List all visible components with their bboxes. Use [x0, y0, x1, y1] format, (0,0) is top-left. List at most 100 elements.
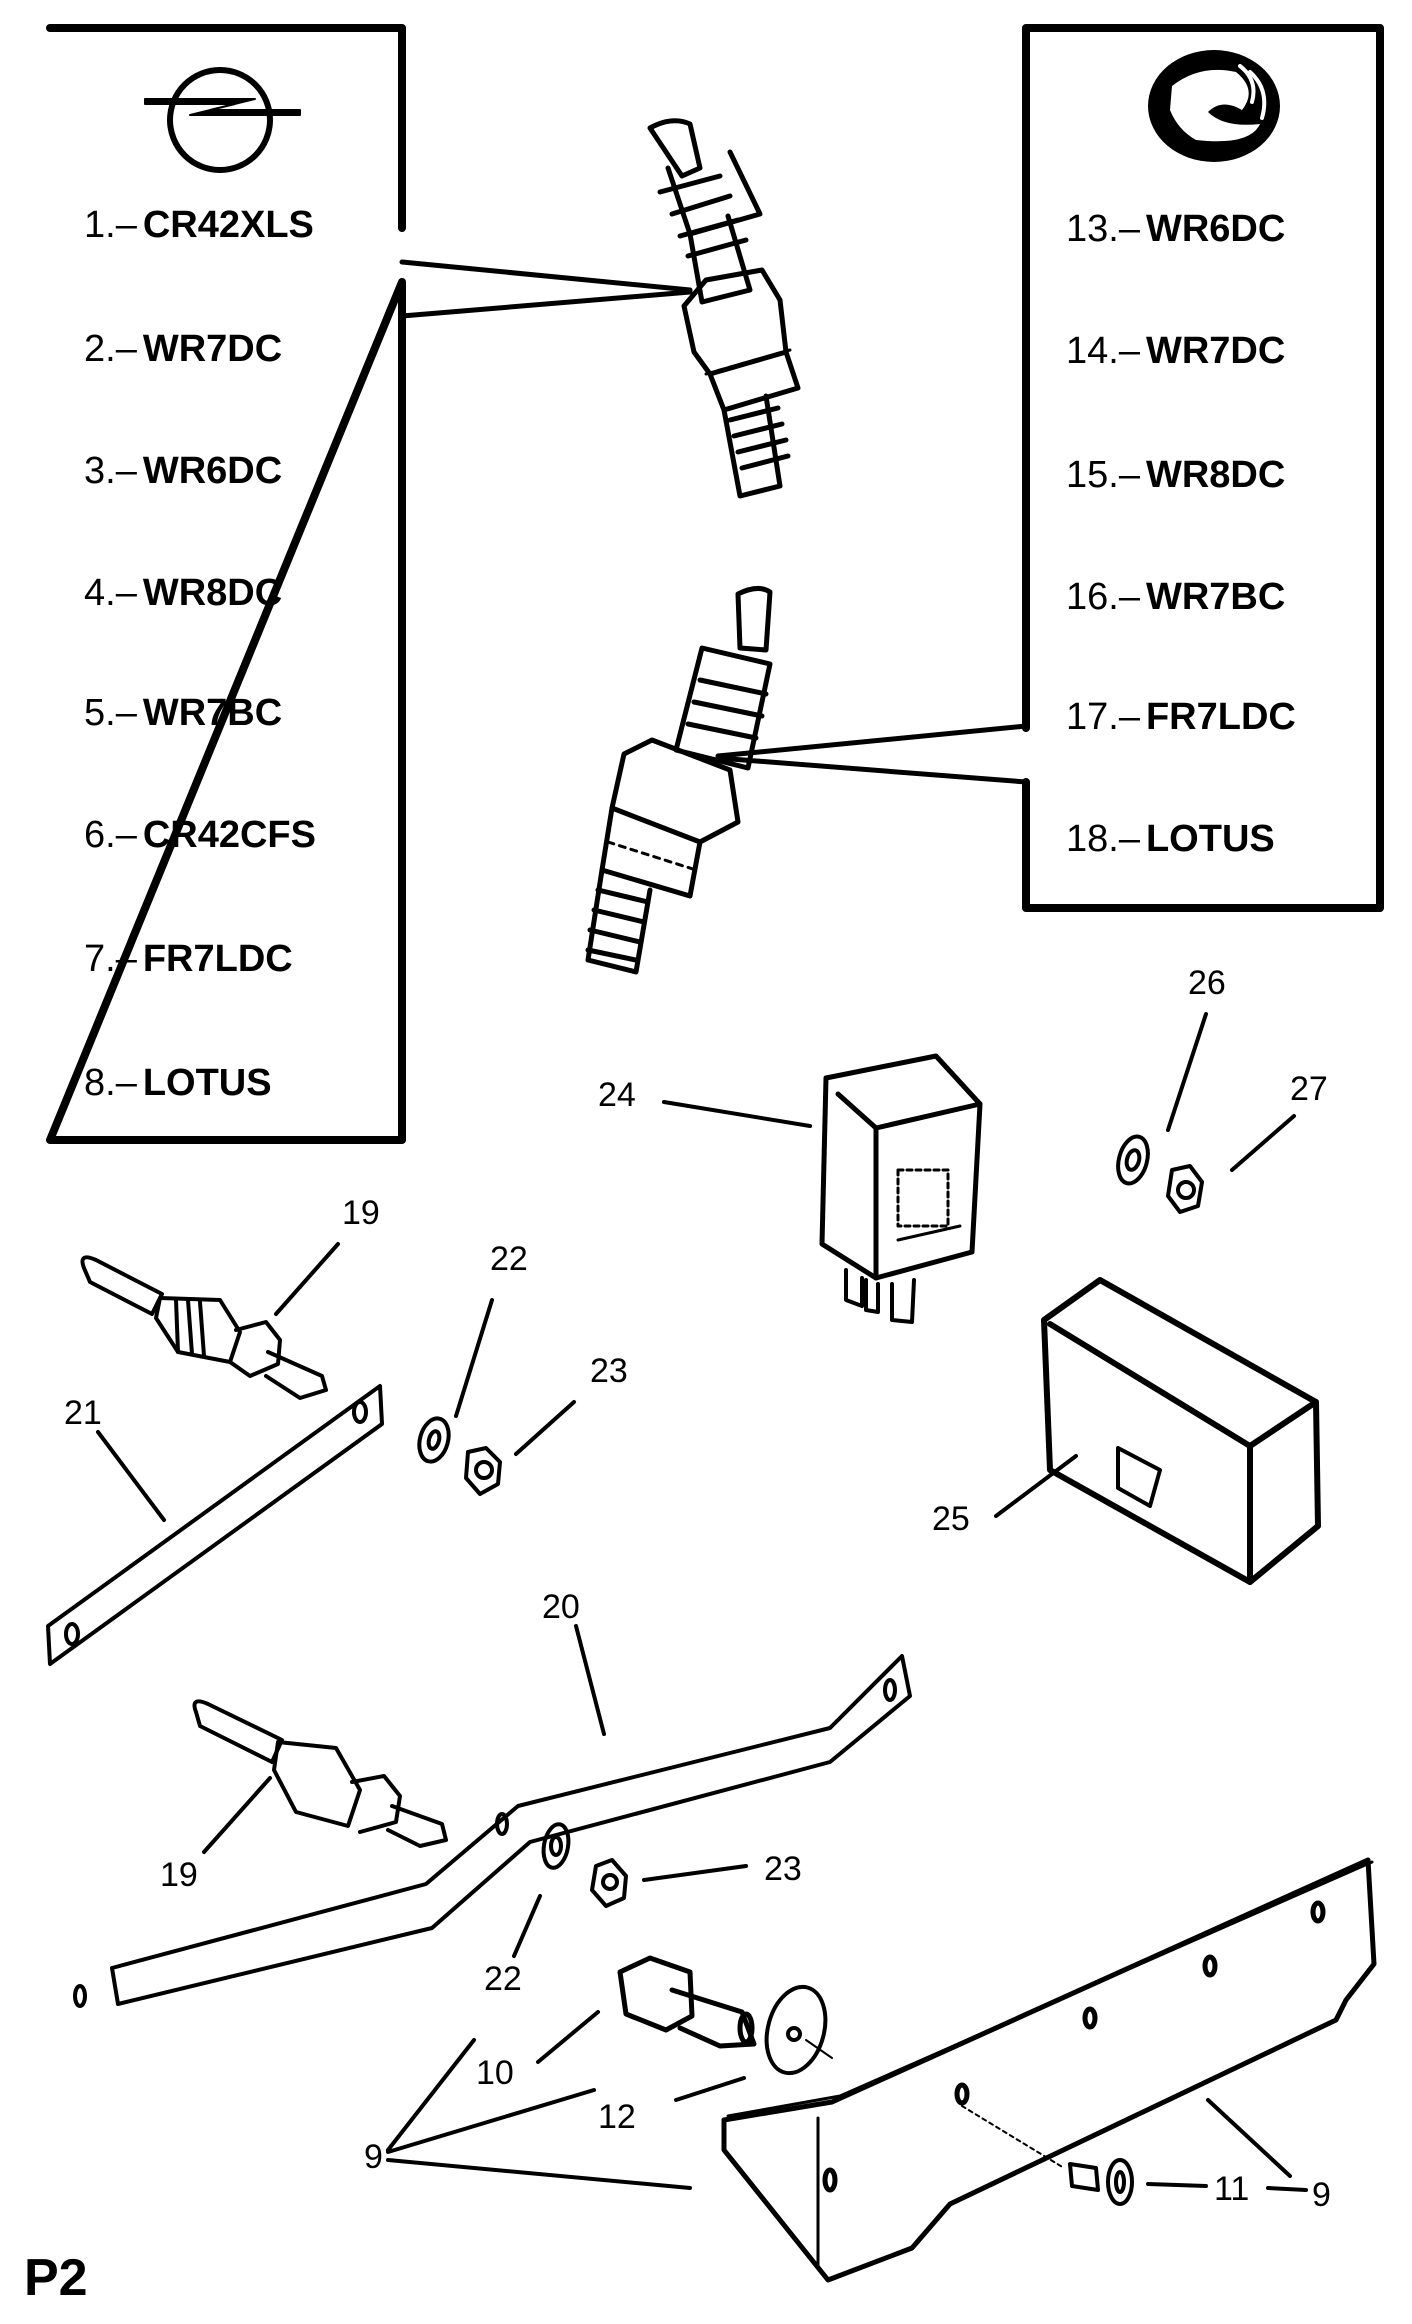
callout-21: 21: [64, 1394, 102, 1432]
callout-19-upper: 19: [342, 1194, 380, 1232]
callout-20: 20: [542, 1588, 580, 1626]
legend-item-code: WR7BC: [1145, 576, 1286, 618]
legend-item-code: WR7DC: [1145, 330, 1286, 372]
callout-9-left: 9: [364, 2138, 383, 2176]
legend-item-5: 5.–WR7BC: [84, 694, 282, 732]
screw-11: [1068, 2158, 1134, 2206]
leader-9b-lower: [1266, 2186, 1308, 2192]
control-unit: [1041, 1277, 1321, 1585]
callout-9-right: 9: [1312, 2176, 1331, 2214]
legend-item-4: 4.–WR8DC: [84, 574, 282, 612]
leader-22b: [512, 1894, 542, 1958]
leader-20: [574, 1624, 606, 1736]
legend-item-number: 16.–: [1066, 576, 1140, 618]
legend-item-code: FR7LDC: [1145, 696, 1296, 738]
leader-9a: [386, 2038, 692, 2190]
legend-item-number: 15.–: [1066, 454, 1140, 496]
leader-27: [1230, 1114, 1296, 1172]
legend-item-17: 17.–FR7LDC: [1066, 698, 1296, 736]
legend-item-number: 13.–: [1066, 208, 1140, 250]
spark-plug-lower: [585, 586, 773, 975]
leader-23a: [514, 1400, 576, 1456]
page-code: P2: [24, 2249, 88, 2307]
callout-27: 27: [1290, 1070, 1328, 1108]
vauxhall-logo-icon: [1148, 50, 1280, 162]
legend-item-15: 15.–WR8DC: [1066, 456, 1285, 494]
legend-item-code: WR8DC: [1145, 454, 1286, 496]
legend-item-8: 8.–LOTUS: [84, 1064, 272, 1102]
legend-item-3: 3.–WR6DC: [84, 452, 282, 490]
washer-12: [764, 1984, 833, 2076]
washer-22b: [541, 1822, 571, 1870]
washer-26: [1116, 1134, 1150, 1186]
legend-item-code: LOTUS: [142, 1062, 272, 1104]
legend-item-code: LOTUS: [1145, 818, 1275, 860]
nut-23a: [464, 1446, 502, 1496]
leader-19a: [274, 1242, 340, 1316]
leader-26: [1166, 1012, 1208, 1132]
callout-23-upper: 23: [590, 1352, 628, 1390]
leader-11: [1146, 2182, 1208, 2188]
legend-item-16: 16.–WR7BC: [1066, 578, 1285, 616]
legend-item-14: 14.–WR7DC: [1066, 332, 1285, 370]
legend-item-code: WR7BC: [142, 692, 283, 734]
leader-9b-upper: [1206, 2098, 1292, 2178]
bracket-20: [73, 1654, 912, 2008]
legend-item-number: 3.–: [84, 450, 137, 492]
washer-22a: [417, 1416, 451, 1464]
callout-10: 10: [476, 2054, 514, 2092]
nut-27: [1166, 1164, 1204, 1214]
callout-22-lower: 22: [484, 1960, 522, 1998]
legend-item-number: 2.–: [84, 328, 137, 370]
leader-19b: [202, 1776, 272, 1854]
legend-item-number: 17.–: [1066, 696, 1140, 738]
leader-left-plug: [399, 259, 693, 319]
legend-item-number: 18.–: [1066, 818, 1140, 860]
legend-item-code: WR7DC: [142, 328, 283, 370]
legend-item-number: 4.–: [84, 572, 137, 614]
spark-plug-upper: [647, 118, 801, 499]
legend-item-number: 7.–: [84, 938, 137, 980]
leader-12: [674, 2076, 746, 2102]
legend-item-2: 2.–WR7DC: [84, 330, 282, 368]
leader-25: [994, 1454, 1078, 1518]
legend-item-code: WR6DC: [1145, 208, 1286, 250]
leader-right-plug: [715, 723, 1029, 785]
callout-25: 25: [932, 1500, 970, 1538]
leader-23b: [642, 1864, 748, 1882]
legend-item-7: 7.–FR7LDC: [84, 940, 293, 978]
legend-item-code: WR8DC: [142, 572, 283, 614]
legend-item-code: CR42CFS: [142, 814, 316, 856]
relay: [819, 1053, 983, 1324]
legend-item-number: 14.–: [1066, 330, 1140, 372]
legend-item-number: 1.–: [84, 204, 137, 246]
callout-11: 11: [1214, 2170, 1250, 2208]
legend-right-frame: [1022, 24, 1384, 912]
callout-24: 24: [598, 1076, 636, 1114]
legend-item-6: 6.–CR42CFS: [84, 816, 316, 854]
legend-item-code: WR6DC: [142, 450, 283, 492]
leader-22a: [454, 1298, 494, 1418]
glow-plug-upper: [80, 1255, 328, 1400]
callout-22-upper: 22: [490, 1240, 528, 1278]
leader-21: [96, 1430, 166, 1522]
legend-item-code: CR42XLS: [142, 204, 314, 246]
legend-item-1: 1.–CR42XLS: [84, 206, 314, 244]
legend-item-13: 13.–WR6DC: [1066, 210, 1285, 248]
glow-plug-lower: [192, 1699, 448, 1848]
opel-logo-icon: [144, 67, 301, 173]
strap-21: [46, 1384, 384, 1666]
bracket-9: [721, 1857, 1377, 2283]
legend-item-code: FR7LDC: [142, 938, 293, 980]
legend-item-number: 8.–: [84, 1062, 137, 1104]
callout-19-lower: 19: [160, 1856, 198, 1894]
leader-10: [536, 2010, 600, 2064]
leader-24: [662, 1100, 812, 1128]
spacer-10: [617, 1955, 757, 2049]
callout-26: 26: [1188, 964, 1226, 1002]
callout-12: 12: [598, 2098, 636, 2136]
legend-item-18: 18.–LOTUS: [1066, 820, 1275, 858]
legend-left-frame: [46, 24, 406, 1144]
legend-item-number: 5.–: [84, 692, 137, 734]
